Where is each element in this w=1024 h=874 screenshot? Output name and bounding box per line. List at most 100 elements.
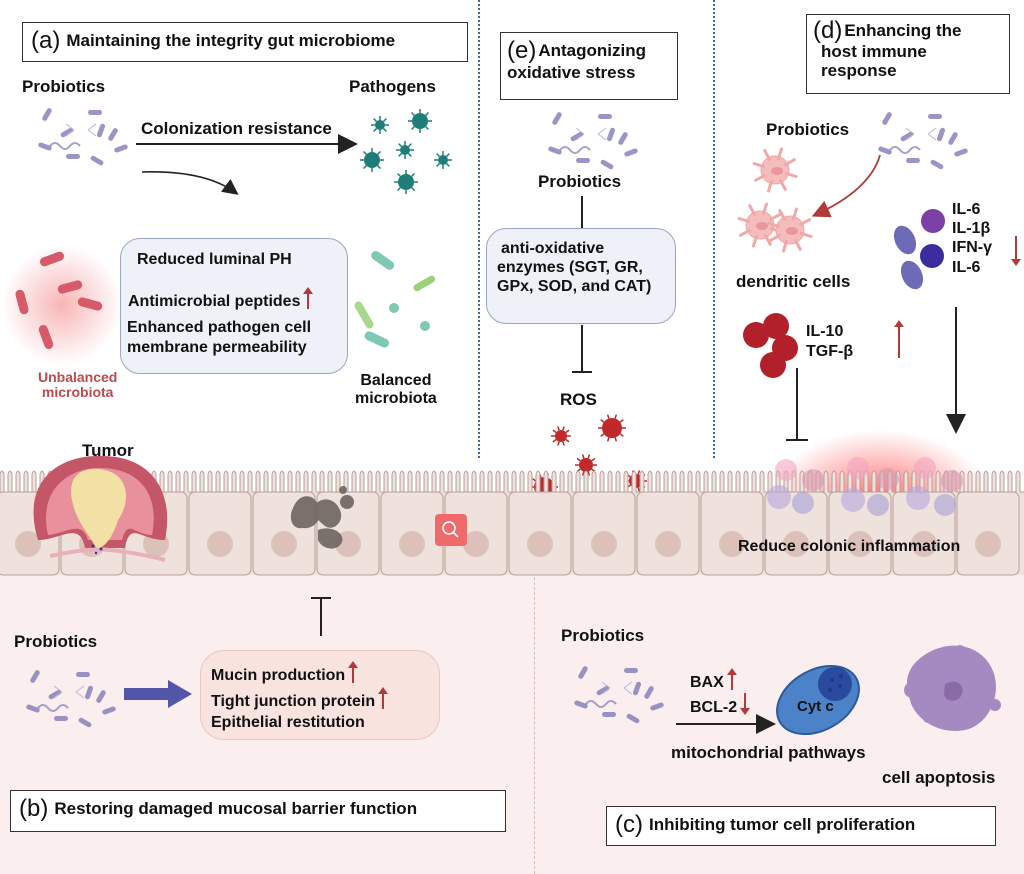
bax-bcl2-group: BAX BCL-2 (690, 668, 750, 718)
effect-reduced-ph: Reduced luminal PH (137, 251, 292, 269)
cytokine-il10: IL-10 (806, 322, 853, 342)
bacterium (617, 131, 628, 146)
bacterium (906, 158, 920, 163)
bacterium (107, 127, 118, 142)
bacterium (96, 123, 105, 138)
bacterium (41, 107, 52, 122)
effect-antimicrobial-peptides-text: Antimicrobial peptides (128, 293, 300, 310)
panel-d-probiotics-label: Probiotics (766, 120, 849, 140)
bacterium (90, 155, 105, 166)
probiotics-icon-a (38, 107, 129, 166)
proinflammatory-cytokines: IL-6 IL-1β IFN-γ IL-6 (952, 200, 992, 277)
bacterium (947, 131, 958, 146)
effect-epithelial-restitution: Epithelial restitution (211, 713, 439, 734)
panel-a-effects-box: Reduced luminal PH Antimicrobial peptide… (120, 238, 348, 374)
panel-e-title-line-2: oxidative stress (507, 63, 671, 83)
pathogens-icon (360, 109, 452, 194)
panel-b-letter: (b) (19, 795, 48, 822)
effect-tight-junction: Tight junction protein (211, 687, 439, 713)
panel-d-title-line-1: Enhancing the (844, 21, 961, 40)
cell-nucleus (207, 531, 233, 557)
cell-nucleus (591, 531, 617, 557)
bacterium (102, 706, 117, 715)
panel-c-title: Inhibiting tumor cell proliferation (649, 815, 915, 834)
effect-membrane-permeability: membrane permeability (127, 339, 307, 357)
bacterium (936, 127, 945, 142)
bacterium (548, 146, 563, 155)
bacterium (650, 702, 665, 711)
up-arrow-icon (378, 687, 388, 709)
cytc-label: Cyt c (797, 698, 834, 715)
bacterium (878, 146, 893, 155)
cell-nucleus (399, 531, 425, 557)
effect-enhanced-pathogen: Enhanced pathogen cell (127, 319, 311, 337)
pathogen-virus (438, 155, 448, 165)
cytokine-il6-a: IL-6 (952, 200, 992, 219)
pathogen-virus (400, 145, 410, 155)
bacterium (632, 681, 641, 696)
panel-b-effects-box: Mucin production Tight junction protein … (200, 650, 440, 740)
panel-c-title-box: (c) Inhibiting tumor cell proliferation (606, 806, 996, 846)
unbalanced-line-1: Unbalanced (38, 370, 117, 385)
panel-b-probiotics-label: Probiotics (14, 632, 97, 652)
panel-d-letter: (d) (813, 17, 842, 44)
bax-row: BAX (690, 668, 750, 693)
spirochete (560, 147, 590, 153)
antioxidative-enzymes-box: anti-oxidative enzymes (SGT, GR, GPx, SO… (486, 228, 676, 324)
bacterium (606, 127, 615, 142)
bacterium (577, 665, 588, 680)
enzymes-line-2: enzymes (SGT, GR, (497, 258, 675, 277)
balanced-bacteria-icon (353, 249, 436, 349)
spirochete (50, 143, 80, 149)
panel-e-letter: (e) (507, 37, 536, 64)
cytokine-il6-b: IL-6 (952, 258, 992, 277)
up-arrow-icon (303, 287, 313, 309)
proinflammatory-cells-icon (890, 209, 945, 293)
cytokine-ifng: IFN-γ (952, 238, 992, 257)
bacterium (54, 716, 68, 721)
panel-c-letter: (c) (615, 811, 643, 838)
bacterium (551, 111, 562, 126)
bacterium (602, 712, 616, 717)
bacterium (624, 668, 638, 673)
bcl2-label: BCL-2 (690, 699, 737, 716)
balanced-line-2: microbiota (355, 390, 437, 408)
probiotics-icon-d (870, 104, 960, 166)
bacterium (598, 114, 612, 119)
ros-label: ROS (560, 390, 597, 410)
cytokine-tgfb: TGF-β (806, 342, 853, 362)
bax-up-arrow-icon (727, 668, 737, 690)
proinflammatory-down-arrow-icon (1011, 236, 1021, 266)
bacterium (626, 713, 641, 724)
panel-c-probiotics-label: Probiotics (561, 626, 644, 646)
ros-particle (579, 458, 593, 472)
spirochete (38, 705, 68, 711)
cell-nucleus (975, 531, 1001, 557)
bacterium (76, 672, 90, 677)
bacterium (114, 144, 129, 153)
b-thick-arrow (124, 680, 192, 708)
bacterium (78, 717, 93, 728)
bacterium (881, 111, 892, 126)
balanced-microbiota-label: Balanced microbiota (355, 372, 437, 408)
cell-nucleus (655, 531, 681, 557)
pathogen-virus (364, 152, 380, 168)
effect-mucin: Mucin production (211, 661, 439, 687)
pathogen-virus (398, 174, 414, 190)
unbalanced-line-2: microbiota (38, 385, 117, 400)
panel-e-title-line-1: Antagonizing (538, 41, 646, 60)
bacterium (643, 685, 654, 700)
effect-tight-junction-text: Tight junction protein (211, 693, 375, 710)
dendritic-cells-icon (739, 149, 811, 251)
ros-particle (555, 430, 567, 442)
panel-d-title-line-3: response (813, 61, 1003, 81)
antiinflammatory-cytokines: IL-10 TGF-β (806, 322, 853, 361)
panel-e-probiotics-label: Probiotics (538, 172, 621, 192)
bacterium (574, 700, 589, 709)
bacterium (88, 110, 102, 115)
up-arrow-icon (348, 661, 358, 683)
panel-d-title-line-2: host immune (813, 42, 1003, 62)
cell-nucleus (271, 531, 297, 557)
bacterium (29, 669, 40, 684)
probiotics-icon-e (540, 104, 630, 166)
